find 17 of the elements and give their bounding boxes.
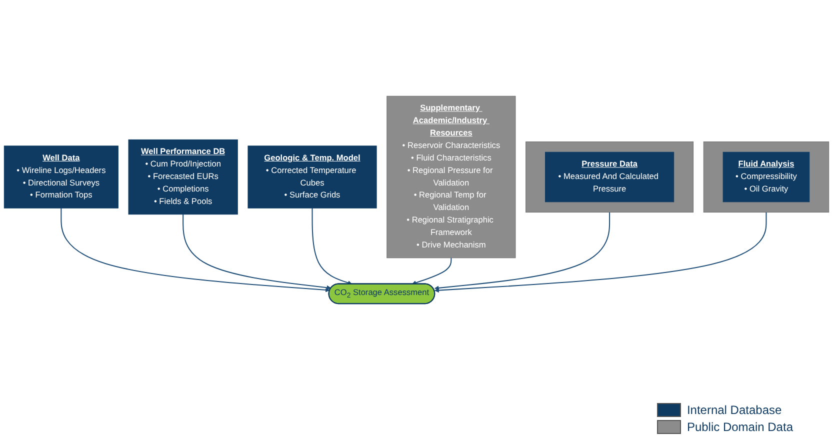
arrow [412, 258, 452, 286]
node-box [545, 152, 674, 202]
arrow [434, 212, 767, 293]
cluster [703, 142, 830, 213]
legend-text: Internal Database [686, 402, 782, 416]
node-box [128, 140, 238, 215]
legend-text: Public Domain Data [686, 420, 793, 434]
node-box [248, 146, 377, 208]
arrow [60, 208, 330, 292]
node-box [4, 146, 118, 208]
node-box [386, 96, 516, 258]
node-box [722, 152, 810, 202]
arrow [434, 212, 610, 290]
cluster [526, 142, 694, 213]
arrow [312, 208, 352, 286]
flowchart: Fluid Analysis • Compressibility • Oil Gravity Pressure Data • Measured And Calculated Pressure Supplementary Academic/Industry Resources • Reservoir Characteristics • Fluid Characteristics • Regional Pressure for Validation • Regional Temp for Validation • Regional Stratigraphic Framework • Drive Mechanism Well Data • Wireline Logs/Headers • Directional Surveys • Formation Tops Well Performance DB • Cum Prod/Injection • Forecasted EURs • Completions • Fields & Pools Geologic & Temp. Model • Corrected Temperature Cubes • Surface Grids CO$_{2}$ Storage Assessment [0, 92, 833, 308]
arrow [182, 214, 332, 290]
